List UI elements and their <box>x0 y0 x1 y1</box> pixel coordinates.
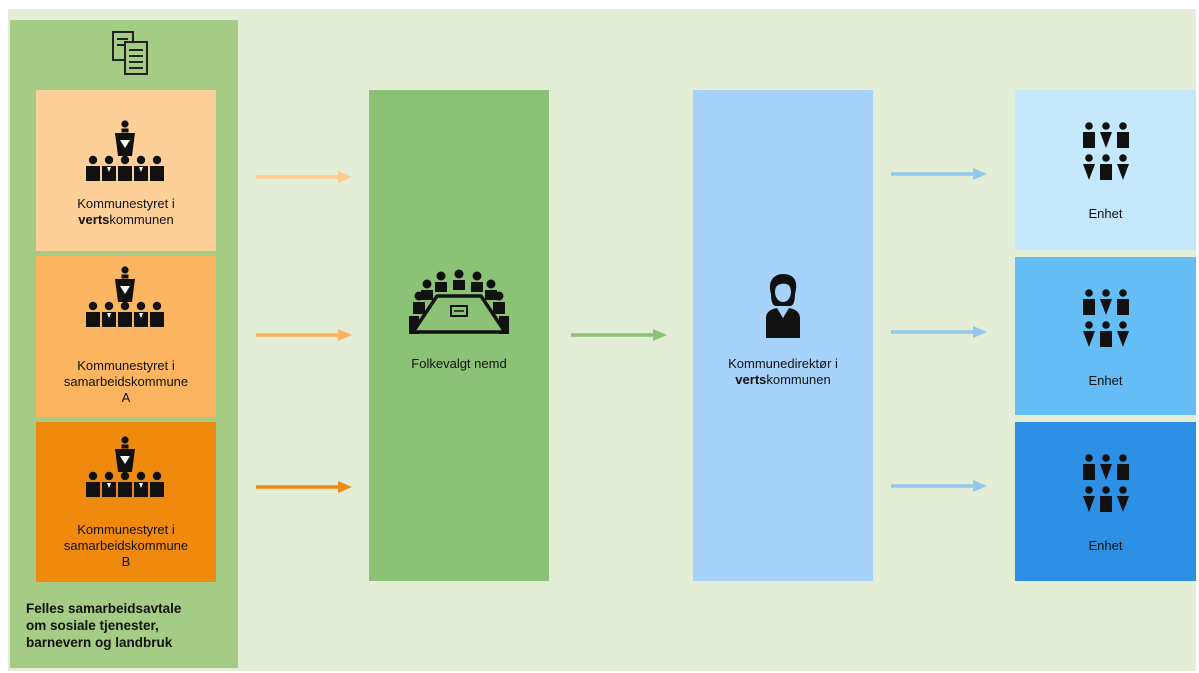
arrow-committee-to-director <box>571 329 667 341</box>
council-partner-b: Kommunestyret i samarbeidskommune B <box>36 422 216 582</box>
council-podium-icon <box>83 436 167 500</box>
council-podium-icon <box>83 120 167 184</box>
unit-1: Enhet <box>1015 90 1196 250</box>
arrow-director-to-unit-1 <box>891 168 987 180</box>
council-partner-a-label: Kommunestyret i samarbeidskommune A <box>63 358 189 405</box>
arrow-council-host-to-committee <box>256 171 352 183</box>
unit-1-label: Enhet <box>1088 206 1123 221</box>
unit-3: Enhet <box>1015 422 1196 581</box>
director-label: Kommunedirektør i vertskommunen <box>728 356 838 387</box>
people-group-icon <box>1081 289 1131 353</box>
meeting-table-icon <box>409 269 509 334</box>
council-partner-a: Kommunestyret i samarbeidskommune A <box>36 256 216 417</box>
elected-committee: Folkevalgt nemd <box>369 90 549 581</box>
municipal-director: Kommunedirektør i vertskommunen <box>693 90 873 581</box>
businesswoman-icon <box>766 274 800 338</box>
arrow-council-a-to-committee <box>256 329 352 341</box>
unit-2: Enhet <box>1015 257 1196 415</box>
unit-2-label: Enhet <box>1088 373 1123 388</box>
council-partner-b-label: Kommunestyret i samarbeidskommune B <box>63 522 189 569</box>
people-group-icon <box>1081 454 1131 518</box>
people-group-icon <box>1081 122 1131 186</box>
arrow-director-to-unit-3 <box>891 480 987 492</box>
council-host-label: Kommunestyret i vertskommunen <box>77 196 175 227</box>
council-host-municipality: Kommunestyret i vertskommunen <box>36 90 216 251</box>
agreement-title: Felles samarbeidsavtale om sosiale tjene… <box>26 601 182 650</box>
arrow-council-b-to-committee <box>256 481 352 493</box>
council-podium-icon <box>83 266 167 330</box>
committee-label: Folkevalgt nemd <box>411 356 507 371</box>
arrow-director-to-unit-2 <box>891 326 987 338</box>
document-copy-icon <box>112 31 148 75</box>
unit-3-label: Enhet <box>1088 538 1123 553</box>
